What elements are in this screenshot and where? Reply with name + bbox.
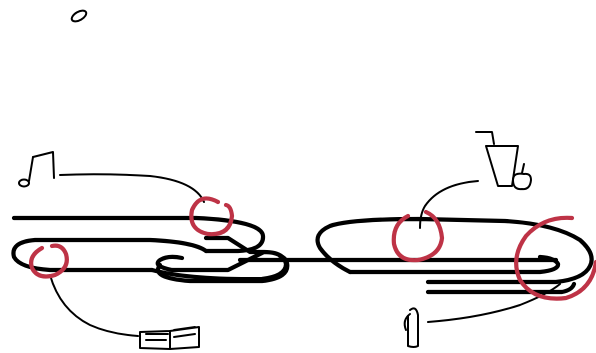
left-paperclip — [13, 218, 287, 281]
book-leader-line — [50, 275, 138, 336]
ballet-shoe-icon — [405, 308, 418, 347]
shoe-leader-line — [428, 284, 560, 322]
open-book-icon — [140, 327, 199, 349]
music-note-icon — [19, 152, 54, 187]
small-loop-scribble — [70, 8, 88, 23]
left-paperclip-loop — [13, 240, 206, 270]
right-paperclip — [318, 219, 592, 292]
drink-cup-with-straw-icon — [476, 132, 518, 186]
music-leader-line — [60, 174, 204, 202]
